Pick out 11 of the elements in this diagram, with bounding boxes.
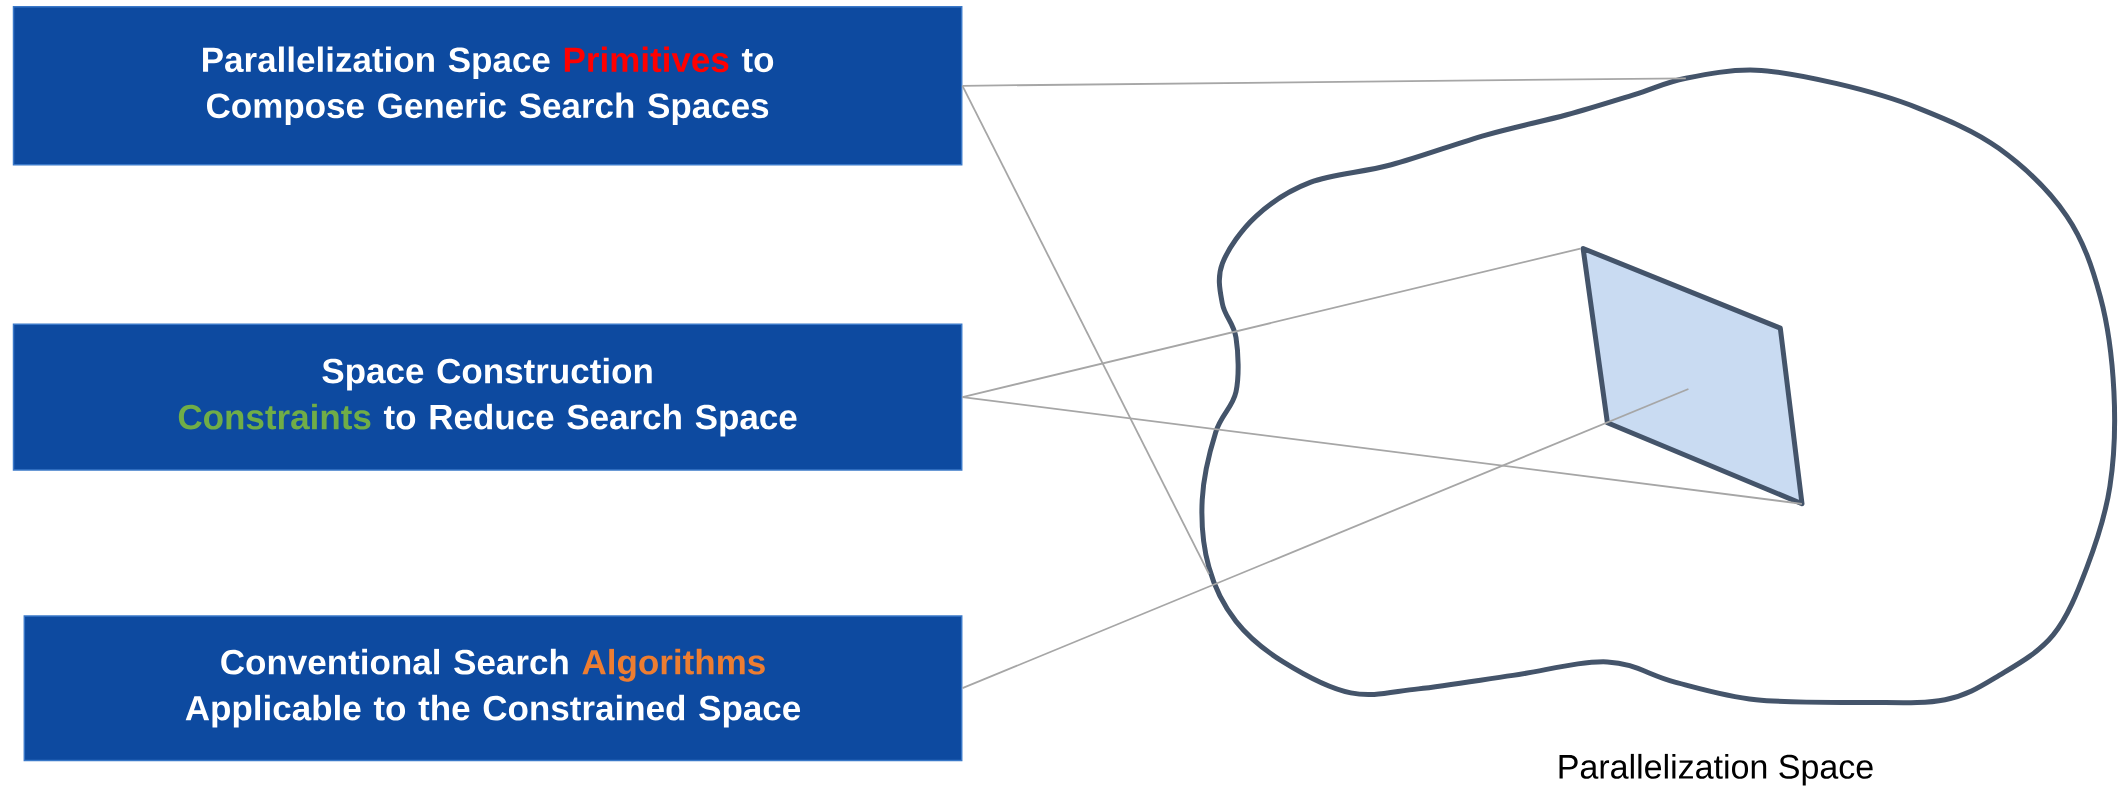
leader-line	[961, 77, 1687, 87]
leader-line	[961, 396, 1803, 505]
parallelogram	[1580, 246, 1805, 507]
leader-line	[961, 388, 1690, 690]
outline-shape	[1199, 67, 2118, 706]
text-box: Conventional Search Algorithms Applicable to the Constrained Space	[23, 615, 963, 762]
text-box: Space Construction Constraints to Reduce Search Space	[12, 323, 963, 471]
node-label: Parallelization Space	[1559, 753, 1873, 786]
leader-line	[961, 247, 1582, 398]
text-box: Parallelization Space Primitives to Compose Generic Search Spaces	[12, 6, 963, 166]
leader-line	[961, 84, 1210, 575]
